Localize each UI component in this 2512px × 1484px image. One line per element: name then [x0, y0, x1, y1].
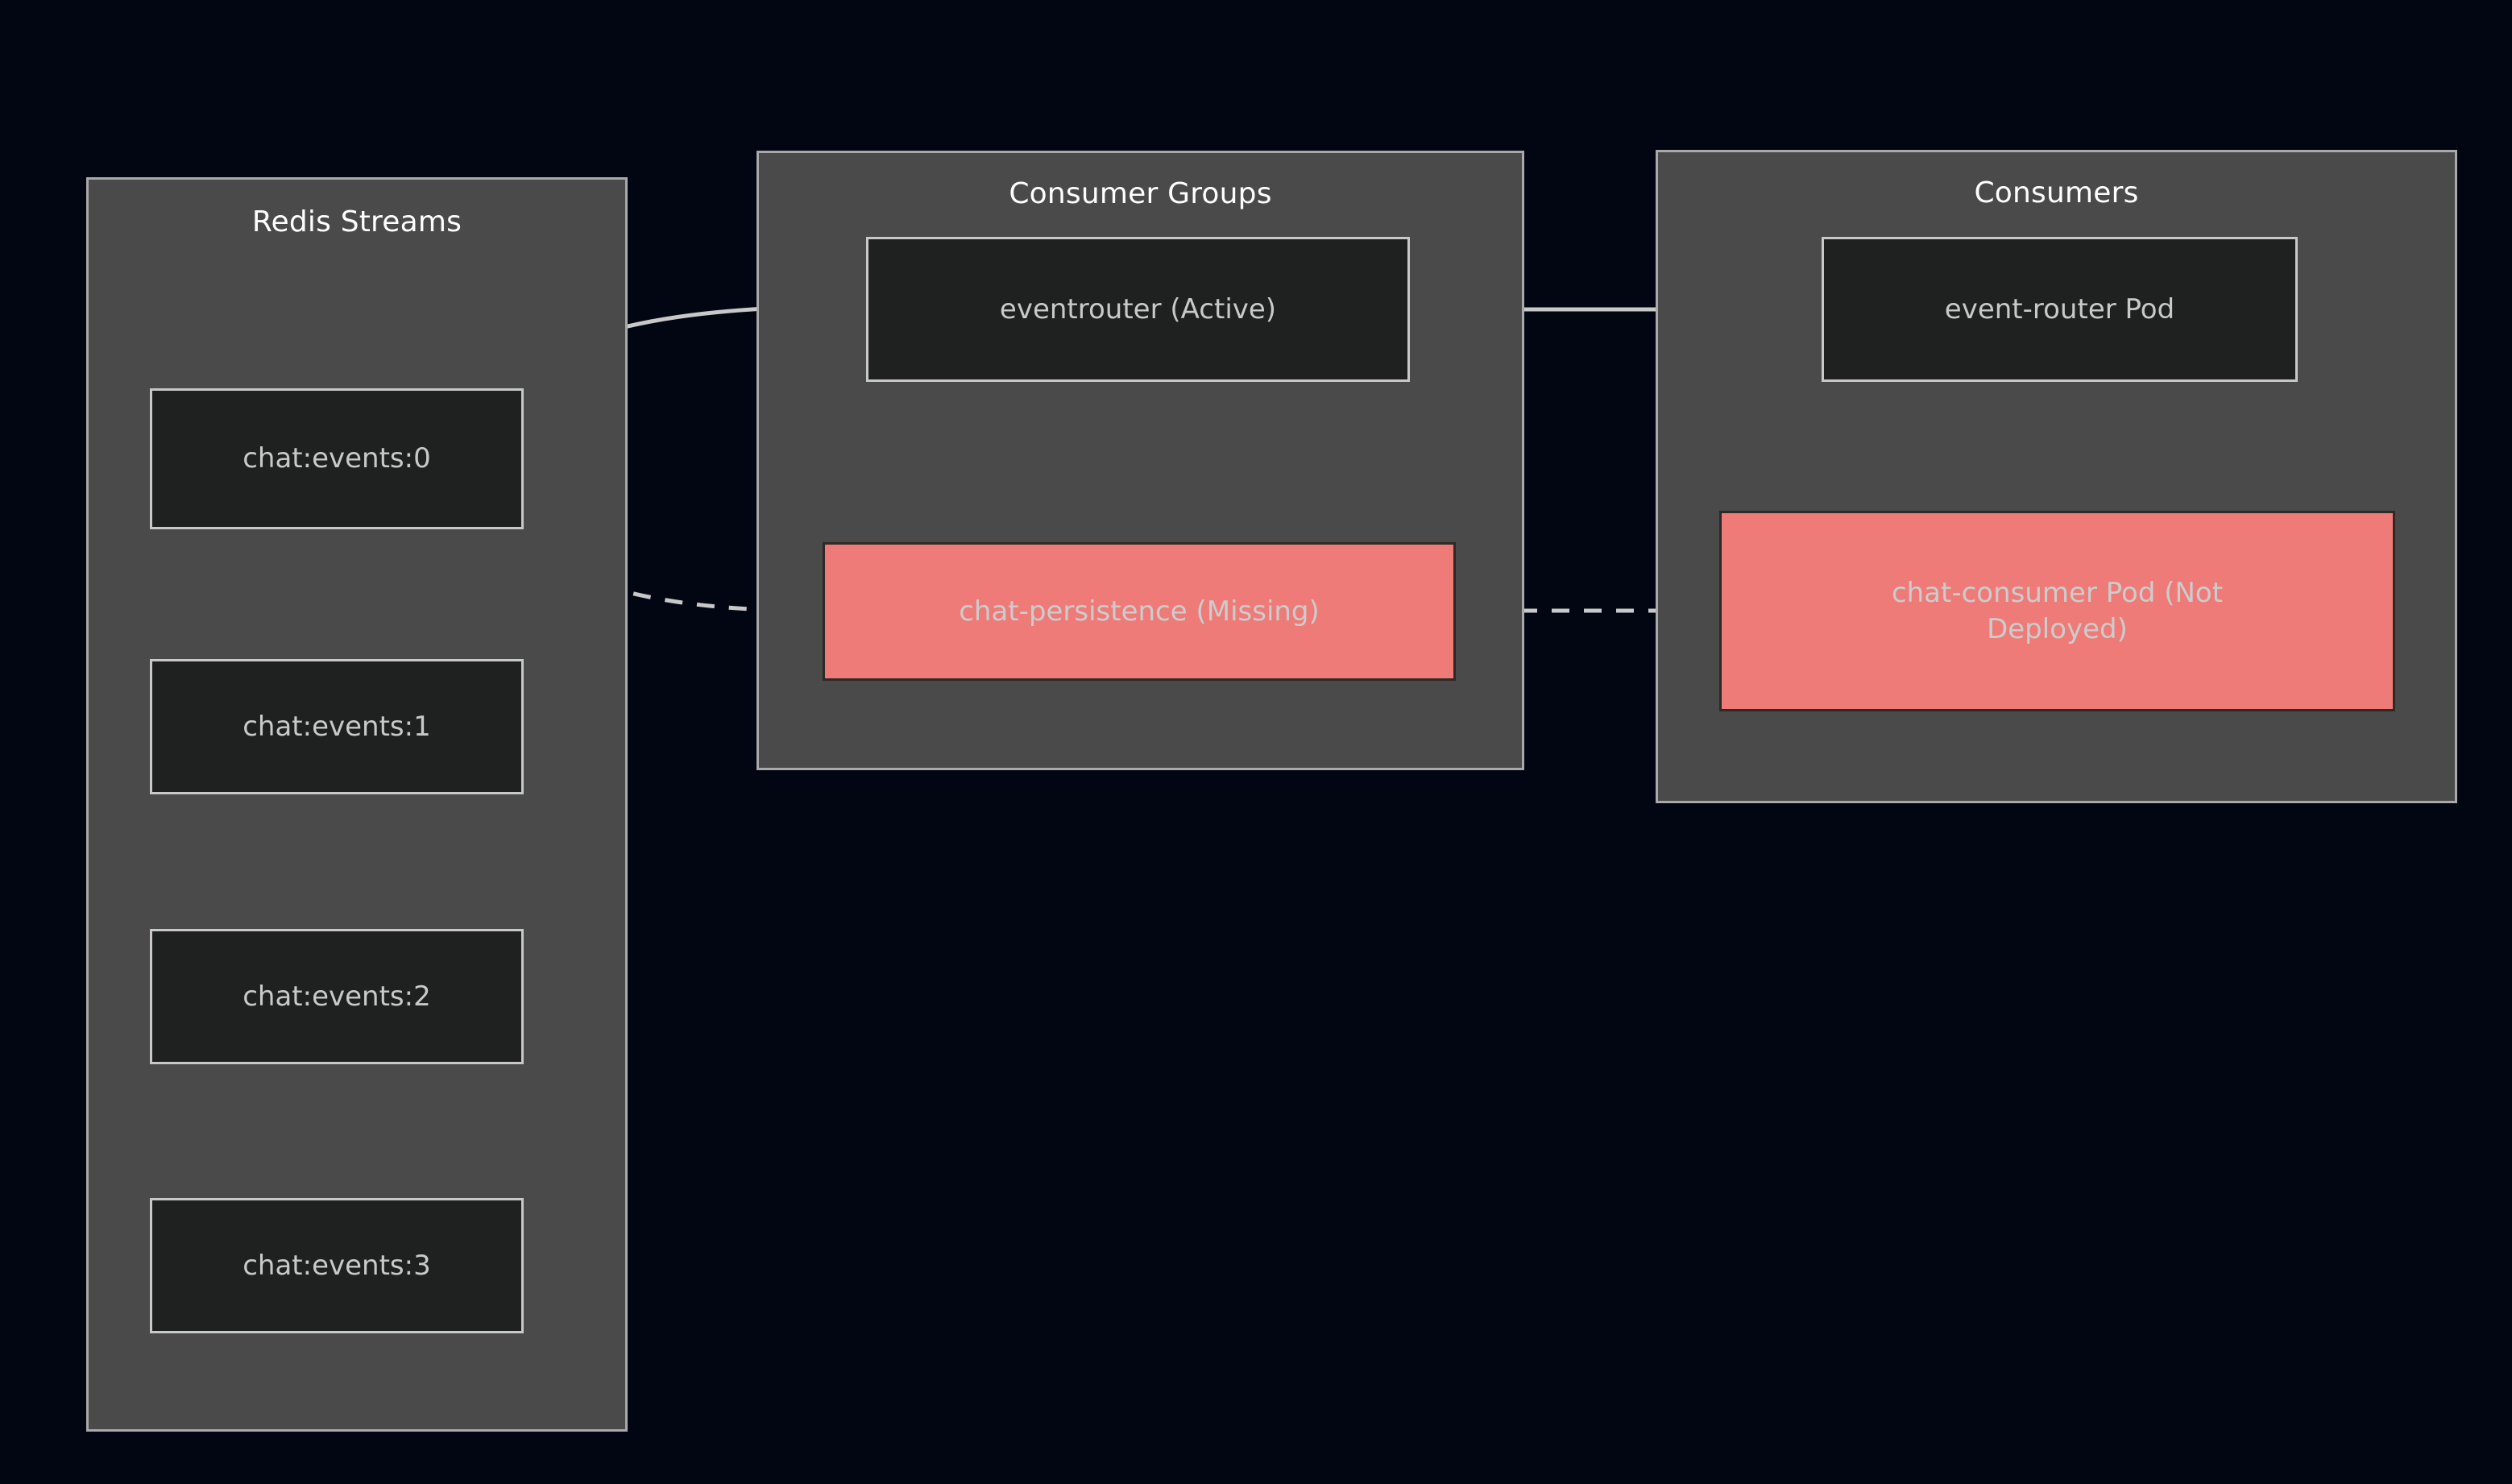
- node-event-router-pod-label: event-router Pod: [1944, 292, 2175, 325]
- node-chat-persistence-label: chat-persistence (Missing): [959, 595, 1320, 628]
- node-chat-events-2[interactable]: chat:events:2: [150, 929, 524, 1064]
- node-eventrouter[interactable]: eventrouter (Active): [866, 237, 1410, 382]
- node-event-router-pod[interactable]: event-router Pod: [1822, 237, 2298, 382]
- node-chat-events-3[interactable]: chat:events:3: [150, 1198, 524, 1333]
- node-chat-persistence[interactable]: chat-persistence (Missing): [823, 542, 1456, 681]
- node-chat-events-0[interactable]: chat:events:0: [150, 388, 524, 529]
- node-chat-events-1[interactable]: chat:events:1: [150, 659, 524, 794]
- node-chat-events-0-label: chat:events:0: [242, 442, 431, 475]
- cluster-title-consumer-groups: Consumer Groups: [1009, 177, 1272, 210]
- cluster-title-redis-streams: Redis Streams: [251, 205, 462, 238]
- node-eventrouter-label: eventrouter (Active): [999, 292, 1277, 325]
- node-chat-consumer-pod[interactable]: chat-consumer Pod (Not Deployed): [1719, 511, 2395, 711]
- node-chat-events-3-label: chat:events:3: [242, 1249, 431, 1282]
- node-chat-events-2-label: chat:events:2: [242, 980, 431, 1013]
- cluster-title-consumers: Consumers: [1974, 176, 2139, 209]
- node-chat-events-1-label: chat:events:1: [242, 710, 431, 743]
- node-chat-consumer-pod-label: chat-consumer Pod (Not Deployed): [1891, 576, 2224, 645]
